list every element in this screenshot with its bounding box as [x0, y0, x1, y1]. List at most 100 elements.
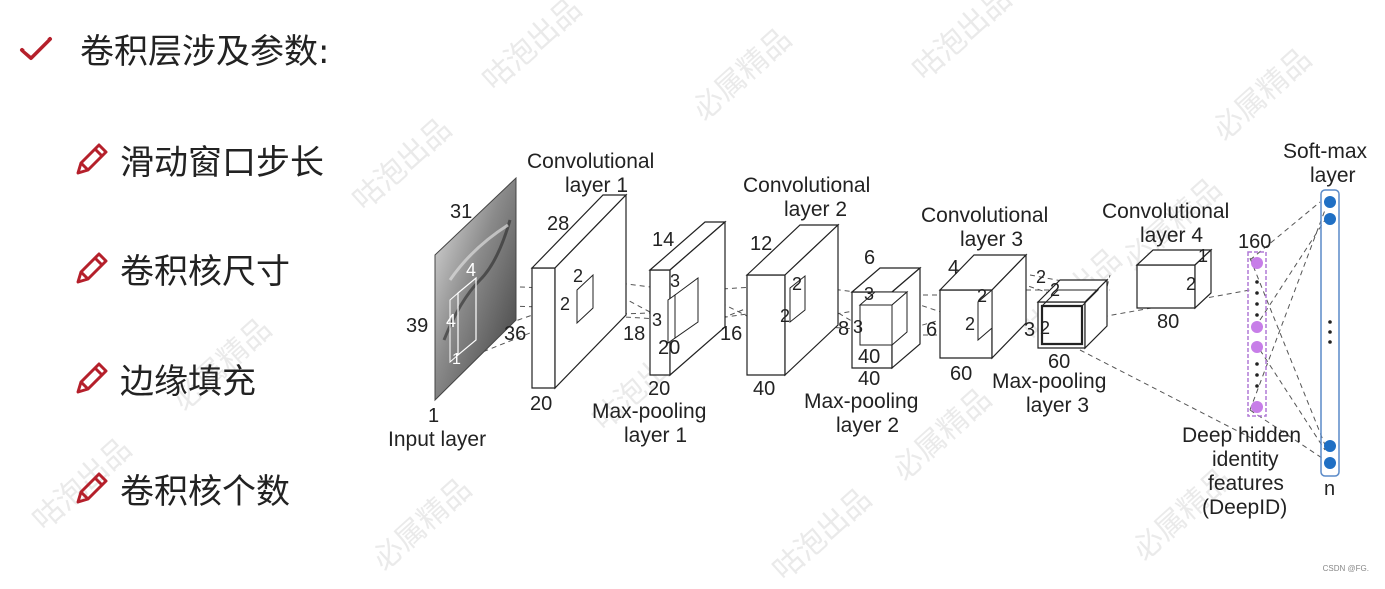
deepid-title-line2: identity — [1212, 448, 1279, 471]
bullet-item: 卷积核尺寸 — [72, 244, 290, 293]
bullet-text: 卷积核个数 — [120, 472, 290, 512]
softmax-count: n — [1324, 478, 1335, 500]
pencil-icon — [76, 143, 108, 174]
credit-text: CSDN @FG. — [1322, 564, 1369, 573]
conv3-kernel-label: 2 — [977, 286, 987, 306]
pool1-title: Max-pooling — [592, 400, 706, 423]
pool2-subtitle: layer 2 — [836, 414, 899, 437]
conv1-dim-depth: 20 — [530, 393, 552, 415]
max-pooling-layer-2: 6 8 40 40 3 3 Max-pooling layer 2 — [804, 247, 922, 437]
bullet-item: 滑动窗口步长 — [72, 135, 324, 184]
input-layer: 31 39 4 4 1 1 Input layer — [388, 176, 517, 451]
deepid-features-layer: 160 Deep hidden identity features (DeepI… — [1182, 231, 1301, 519]
pool2-kernel-label: 3 — [864, 284, 874, 304]
watermark: 咕泡出品 — [476, 0, 589, 98]
deepid-node — [1251, 401, 1263, 413]
conv4-title: Convolutional — [1102, 200, 1229, 223]
pencil-icon — [76, 362, 108, 393]
conv2-kernel-label-2: 2 — [780, 306, 790, 326]
pool1-dim-inner: 20 — [658, 337, 680, 359]
conv4-dim-side: 2 — [1186, 274, 1196, 294]
conv2-dim-top: 12 — [750, 233, 772, 255]
softmax-title-line1: Soft-max — [1283, 140, 1368, 163]
pool3-dim-depth: 60 — [1048, 351, 1070, 373]
pool1-dim-depth: 20 — [648, 378, 670, 400]
pool1-dim-top: 14 — [652, 229, 674, 251]
watermark: 必属精品 — [686, 21, 799, 128]
pool2-dim-depth: 40 — [858, 346, 880, 368]
input-depth-label: 1 — [428, 405, 439, 427]
max-pooling-layer-3: 2 2 3 2 60 Max-pooling layer 3 — [992, 267, 1109, 417]
pool2-dim-top: 6 — [864, 247, 875, 269]
deepid-node — [1251, 321, 1263, 333]
conv4-dim-depth: 80 — [1157, 311, 1179, 333]
deepid-title-line3: features — [1208, 472, 1284, 495]
conv1-kernel-label: 2 — [573, 266, 583, 286]
pool3-kernel-label: 2 — [1050, 280, 1060, 300]
pencil-icon — [76, 472, 108, 503]
conv3-dim-depth: 60 — [950, 363, 972, 385]
pool1-dim-side: 18 — [623, 323, 645, 345]
softmax-node — [1324, 440, 1336, 452]
pool2-dim-depth-2: 40 — [858, 368, 880, 390]
pool3-dim-side: 3 — [1024, 319, 1035, 341]
conv1-dim-top: 28 — [547, 213, 569, 235]
heading-text: 卷积层涉及参数: — [80, 32, 330, 72]
checkmark-icon — [20, 36, 52, 60]
conv4-subtitle: layer 4 — [1140, 224, 1203, 247]
input-stride-label: 1 — [452, 351, 461, 368]
pool2-dim-side: 8 — [838, 318, 849, 340]
slide-heading: 卷积层涉及参数: — [18, 24, 329, 73]
conv-layer-4: Convolutional layer 4 1 2 80 — [1102, 200, 1229, 333]
bullet-item: 卷积核个数 — [72, 464, 290, 513]
deepid-title-line4: (DeepID) — [1202, 496, 1287, 519]
input-window-label-2: 4 — [446, 311, 456, 331]
conv2-dim-side: 16 — [720, 323, 742, 345]
conv3-subtitle: layer 3 — [960, 228, 1023, 251]
input-height-label: 39 — [406, 315, 428, 337]
deepid-cnn-diagram: 31 39 4 4 1 1 Input layer Convolutional … — [388, 140, 1368, 519]
bullet-text: 滑动窗口步长 — [120, 143, 324, 183]
max-pooling-layer-1: 14 18 20 3 3 20 Max-pooling layer 1 — [592, 220, 727, 447]
bullet-text: 边缘填充 — [120, 362, 256, 402]
deepid-node — [1251, 341, 1263, 353]
conv1-title: Convolutional — [527, 150, 654, 173]
deepid-title-line1: Deep hidden — [1182, 424, 1301, 447]
pool3-title: Max-pooling — [992, 370, 1106, 393]
input-width-label: 31 — [450, 201, 472, 223]
deepid-node — [1251, 257, 1263, 269]
softmax-node — [1324, 213, 1336, 225]
pool3-subtitle: layer 3 — [1026, 394, 1089, 417]
conv3-title: Convolutional — [921, 204, 1048, 227]
conv-layer-1: Convolutional layer 1 28 36 20 2 2 — [504, 150, 654, 415]
conv2-dim-depth: 40 — [753, 378, 775, 400]
conv2-kernel-label: 2 — [792, 274, 802, 294]
pool3-kernel-label-2: 2 — [1040, 318, 1050, 338]
conv1-subtitle: layer 1 — [565, 174, 628, 197]
conv1-dim-side: 36 — [504, 323, 526, 345]
conv1-kernel-label-2: 2 — [560, 294, 570, 314]
conv4-dim-top: 1 — [1198, 246, 1208, 266]
pool2-kernel-label-2: 3 — [853, 317, 863, 337]
conv3-kernel-label-2: 2 — [965, 314, 975, 334]
pool2-title: Max-pooling — [804, 390, 918, 413]
bullet-text: 卷积核尺寸 — [120, 252, 290, 292]
bullet-item: 边缘填充 — [72, 354, 256, 403]
softmax-node — [1324, 457, 1336, 469]
conv3-dim-top: 4 — [948, 257, 959, 279]
conv2-subtitle: layer 2 — [784, 198, 847, 221]
softmax-layer: Soft-max layer n — [1283, 140, 1368, 500]
softmax-title-line2: layer — [1310, 164, 1356, 187]
input-layer-label: Input layer — [388, 428, 486, 451]
pool3-dim-top: 2 — [1036, 267, 1046, 287]
deepid-count: 160 — [1238, 231, 1271, 253]
pool1-subtitle: layer 1 — [624, 424, 687, 447]
softmax-node — [1324, 196, 1336, 208]
conv2-title: Convolutional — [743, 174, 870, 197]
watermark: 咕泡出品 — [906, 0, 1019, 88]
conv3-dim-side: 6 — [926, 319, 937, 341]
pool1-kernel-label-2: 3 — [652, 310, 662, 330]
input-window-label: 4 — [466, 260, 476, 280]
pool1-kernel-label: 3 — [670, 271, 680, 291]
conv-layer-3: Convolutional layer 3 4 6 60 2 2 — [921, 204, 1048, 385]
